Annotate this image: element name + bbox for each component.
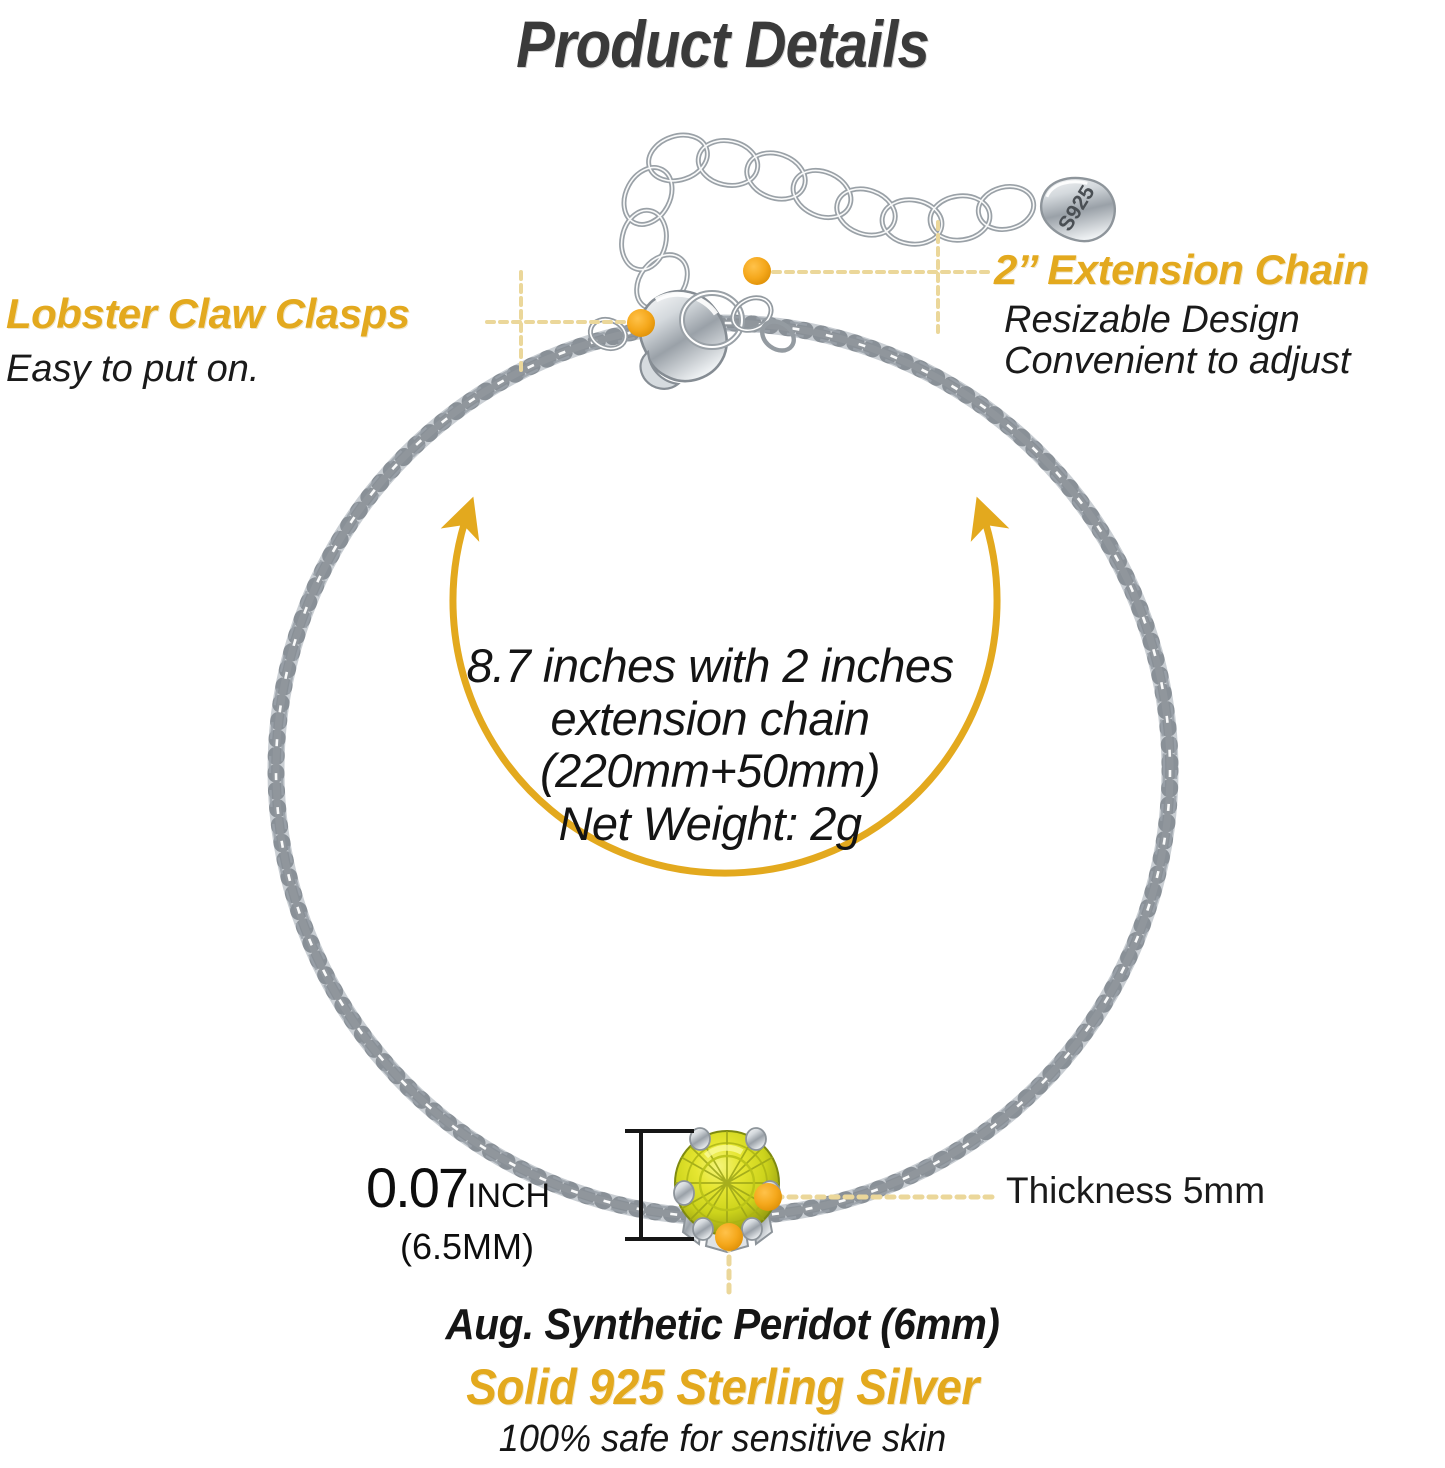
hotspot-dot-stone (715, 1223, 743, 1251)
gem-size-unit: INCH (467, 1177, 551, 1215)
hotspot-dot-extension (743, 257, 771, 285)
lobster-clasp-heading: Lobster Claw Clasps (6, 290, 410, 337)
leader-lobster (485, 270, 655, 374)
spec-line-3: (220mm+50mm) (539, 744, 881, 798)
gem-size-bracket (625, 1129, 694, 1241)
hotspot-dot-thickness (754, 1183, 782, 1211)
size-arc (440, 496, 1010, 877)
extension-chain-heading: 2’’ Extension Chain (994, 246, 1369, 293)
page-title: Product Details (516, 7, 930, 81)
gem-size-primary: 0.07INCH (366, 1155, 550, 1220)
leader-extension (743, 220, 994, 334)
extension-subtext-line-1: Resizable Design (1004, 299, 1300, 341)
leader-stone (715, 1223, 743, 1299)
spec-line-4: Net Weight: 2g (558, 796, 862, 850)
gem-size-value: 0.07 (366, 1156, 469, 1219)
leader-thickness (754, 1183, 1001, 1211)
extension-chain-subtext: Resizable Design Convenient to adjust (1004, 299, 1351, 383)
spec-line-2: extension chain (550, 691, 870, 745)
lobster-claw-clasp (587, 289, 796, 390)
safety-caption: 100% safe for sensitive skin (498, 1418, 947, 1460)
spec-line-1: 8.7 inches with 2 inches (466, 639, 954, 692)
material-caption: Solid 925 Sterling Silver (466, 1359, 979, 1415)
s925-tag: S925 (1039, 176, 1116, 243)
stone-caption: Aug. Synthetic Peridot (6mm) (445, 1300, 1000, 1349)
size-spec-block: 8.7 inches with 2 inches extension chain… (360, 639, 1060, 851)
gem-size-metric: (6.5MM) (400, 1226, 534, 1267)
gem-size-label: 0.07INCH (6.5MM) (366, 1155, 550, 1268)
hotspot-dot-clasp (627, 309, 655, 337)
thickness-label: Thickness 5mm (1006, 1170, 1266, 1211)
extension-subtext-line-2: Convenient to adjust (1004, 340, 1351, 383)
lobster-clasp-subtext: Easy to put on. (6, 348, 260, 390)
